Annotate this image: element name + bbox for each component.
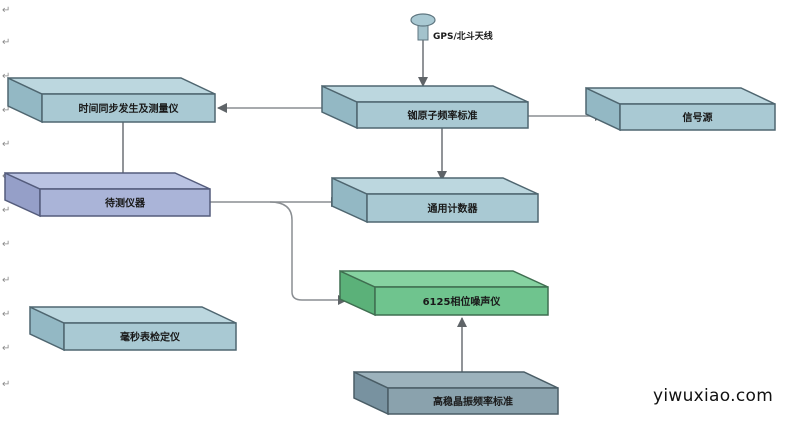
box-label: 时间同步发生及测量仪 (79, 102, 180, 115)
box-top-face (7, 77, 216, 95)
paragraph-mark: ↵ (2, 105, 11, 116)
box-label: 高稳晶振频率标准 (433, 395, 513, 408)
box-ms-calibrator: 毫秒表检定仪 (29, 305, 237, 352)
paragraph-mark: ↵ (2, 5, 11, 16)
paragraph-mark: ↵ (2, 379, 11, 390)
antenna-label: GPS/北斗天线 (433, 30, 493, 42)
paragraph-mark: ↵ (2, 71, 11, 82)
box-signal-source: 信号源 (585, 86, 776, 132)
box-front-face (387, 387, 559, 415)
box-label: 毫秒表检定仪 (120, 331, 181, 344)
box-label: 待测仪器 (105, 197, 146, 210)
box-crystal: 高稳晶振频率标准 (353, 370, 559, 416)
connectors (118, 40, 605, 372)
box-label: 铷原子频率标准 (407, 109, 478, 122)
box-top-face (29, 306, 237, 324)
box-front-face (41, 93, 216, 123)
connector-dut-to-phase-noise (269, 201, 348, 305)
box-front-face (374, 286, 549, 316)
box-top-face (4, 172, 211, 190)
box-top-face (339, 270, 549, 288)
box-front-face (63, 322, 237, 351)
box-label: 6125相位噪声仪 (423, 295, 502, 308)
box-rubidium: 铷原子频率标准 (321, 84, 529, 130)
box-front-face (39, 188, 211, 217)
box-phase-noise: 6125相位噪声仪 (339, 269, 549, 317)
box-top-face (353, 371, 559, 389)
paragraph-mark: ↵ (2, 275, 11, 286)
box-counter: 通用计数器 (331, 176, 539, 224)
paragraph-mark: ↵ (2, 239, 11, 250)
box-front-face (619, 103, 776, 131)
box-dut: 待测仪器 (4, 171, 211, 218)
antenna-icon (410, 13, 436, 41)
paragraph-mark: ↵ (2, 205, 11, 216)
paragraph-mark: ↵ (2, 139, 11, 150)
paragraph-mark: ↵ (2, 343, 11, 354)
box-top-face (585, 87, 776, 105)
paragraph-mark: ↵ (2, 37, 11, 48)
box-top-face (321, 85, 529, 103)
box-label: 通用计数器 (428, 202, 479, 215)
box-front-face (366, 193, 539, 223)
paragraph-mark: ↵ (2, 309, 11, 320)
box-label: 信号源 (683, 111, 713, 124)
box-front-face (356, 101, 529, 129)
box-top-face (331, 177, 539, 195)
box-time-sync: 时间同步发生及测量仪 (7, 76, 216, 124)
watermark: yiwuxiao.com (653, 386, 774, 406)
